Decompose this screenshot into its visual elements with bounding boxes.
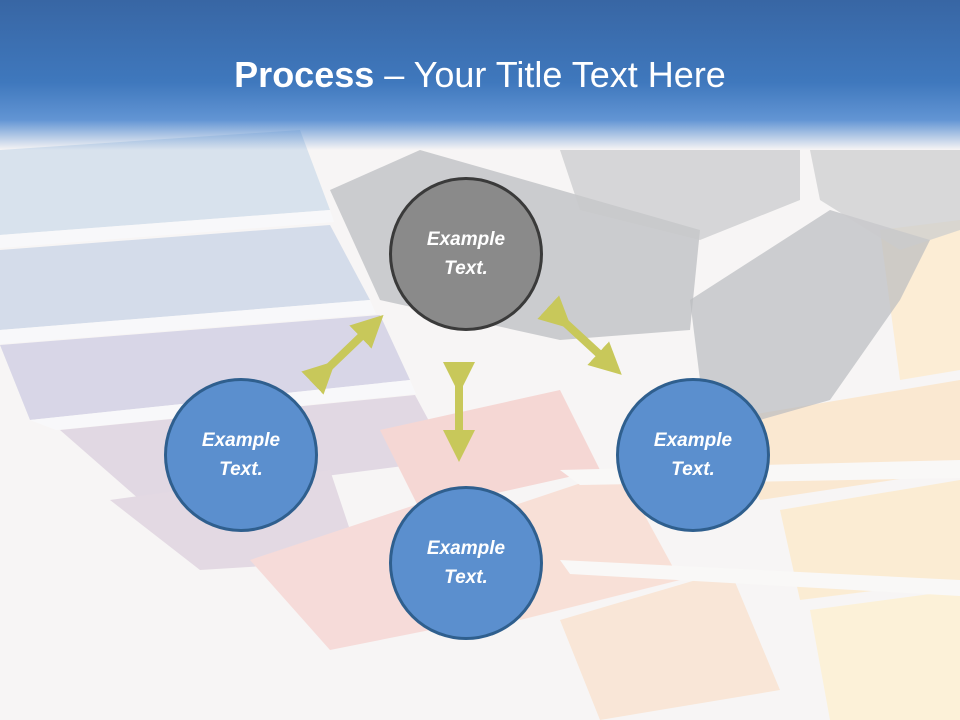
arrow-top-left	[301, 314, 384, 395]
node-right-text: Example Text.	[653, 430, 733, 480]
node-bottom: Example Text.	[389, 486, 543, 640]
title-bold: Process	[234, 54, 375, 95]
arrow-top-right	[537, 295, 622, 375]
node-right: Example Text.	[616, 378, 770, 532]
title-banner	[0, 0, 960, 150]
node-bottom-text: Example Text.	[426, 538, 506, 588]
node-left: Example Text.	[164, 378, 318, 532]
node-left-text: Example Text.	[201, 430, 281, 480]
node-top-text: Example Text.	[426, 229, 506, 279]
title-text: – Your Title Text Here	[374, 54, 726, 95]
node-top: Example Text.	[389, 177, 543, 331]
slide-title: Process – Your Title Text Here	[0, 52, 960, 98]
